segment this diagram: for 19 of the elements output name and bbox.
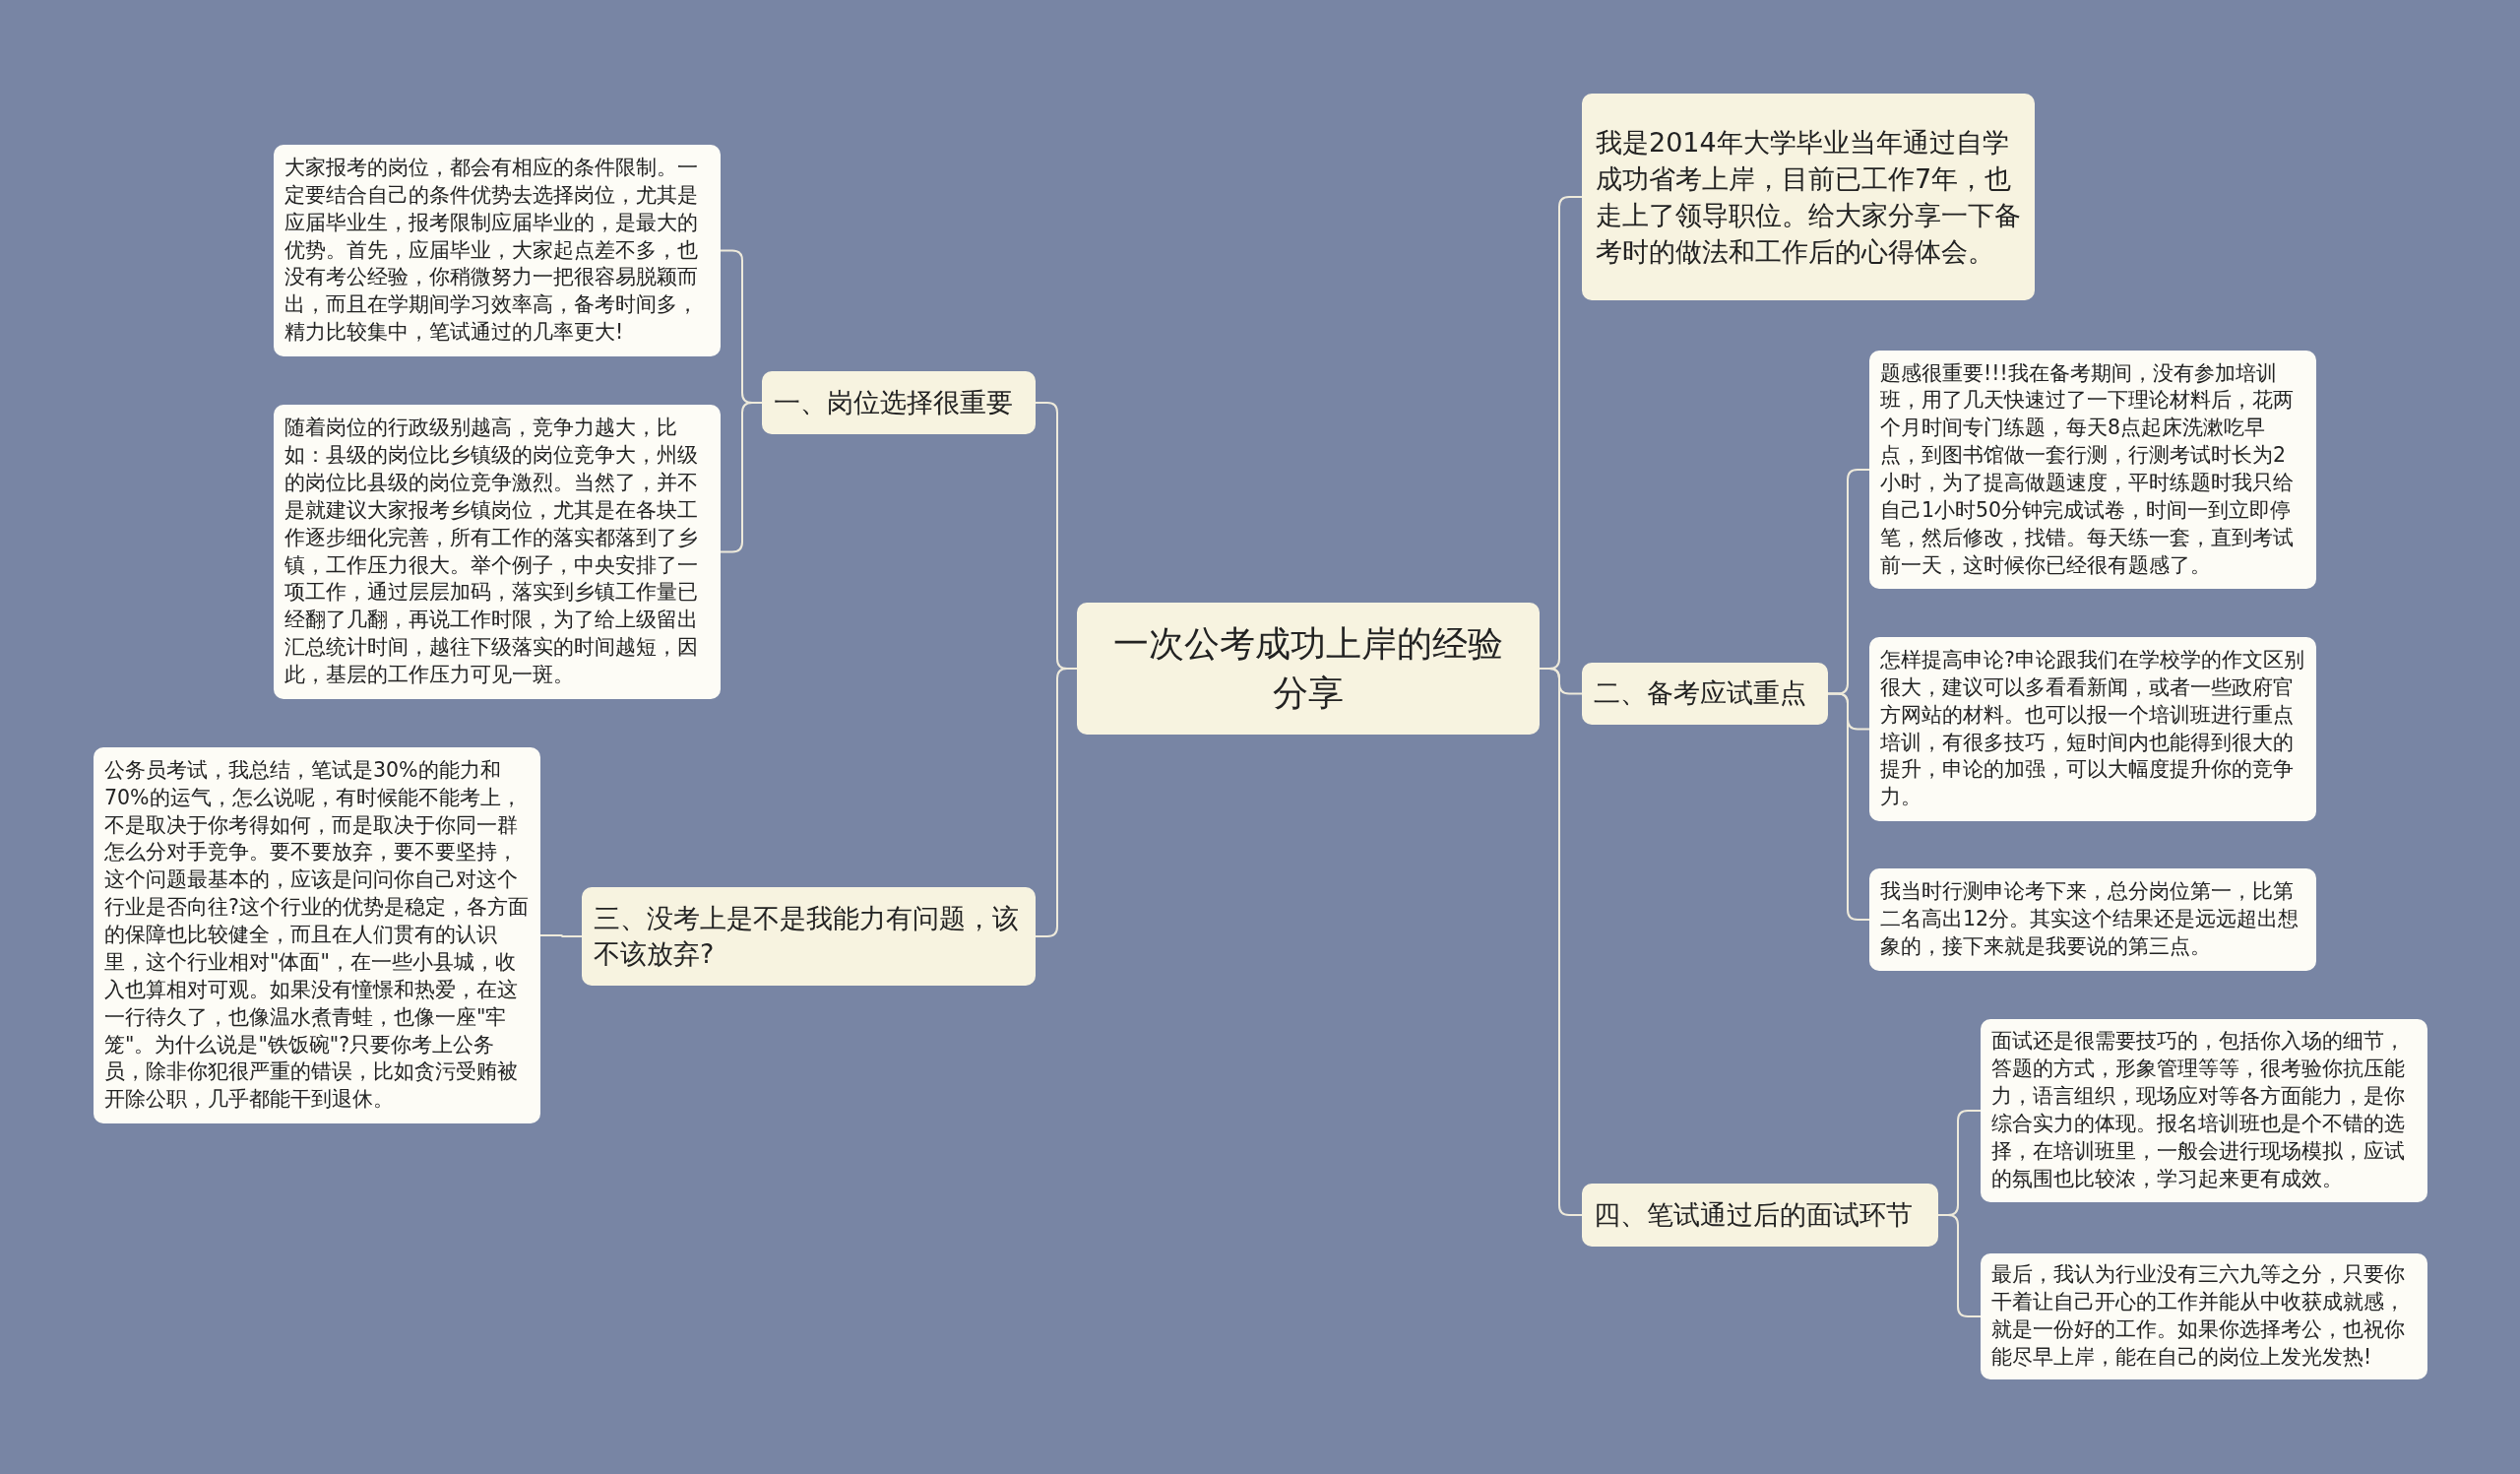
connector-line [720,402,763,553]
text-card: 题感很重要!!!我在备考期间，没有参加培训班，用了几天快速过了一下理论材料后，花两个月时间专门练题，每天8点起床洗漱吃早点，到图书馆做一套行测，行测考试时长为2小时，为了提高做题速度，平时练题时我只给自己1小时50分钟完成试卷，时间一到立即停笔，然后修改，找错。每天练一套，直到考试前一天，这时候你已经很有题感了。 [1869,351,2316,589]
connector-line [1827,692,1870,921]
branch-topic: 二、备考应试重点 [1582,663,1828,725]
connector-line [1937,1214,1982,1317]
text-card: 面试还是很需要技巧的，包括你入场的细节，答题的方式，形象管理等等，很考验你抗压能力，语言组织，现场应对等各方面能力，是你综合实力的体现。报名培训班也是个不错的选择，在培训班里，一般会进行现场模拟，应试的氛围也比较浓，学习起来更有成效。 [1981,1019,2427,1202]
branch-topic: 四、笔试通过后的面试环节 [1582,1184,1938,1247]
text-card: 随着岗位的行政级别越高，竞争力越大，比如：县级的岗位比乡镇级的岗位竞争大，州级的岗位比县级的岗位竞争激烈。当然了，并不是就建议大家报考乡镇岗位，尤其是在各块工作逐步细化完善，所有工作的落实都落到了乡镇，工作压力很大。举个例子，中央安排了一项工作，通过层层加码，落实到乡镇工作量已经翻了几翻，再说工作时限，为了给上级留出汇总统计时间，越往下级落实的时间越短，因此，基层的工作压力可见一斑。 [274,405,721,699]
text-card: 大家报考的岗位，都会有相应的条件限制。一定要结合自己的条件优势去选择岗位，尤其是应届毕业生，报考限制应届毕业的，是最大的优势。首先，应届毕业，大家起点差不多，也没有考公经验，你稍微努力一把很容易脱颖而出，而且在学期间学习效率高，备考时间多，精力比较集中，笔试通过的几率更大! [274,145,721,356]
intro-card: 我是2014年大学毕业当年通过自学成功省考上岸，目前已工作7年，也走上了领导职位。给大家分享一下备考时的做法和工作后的心得体会。 [1582,94,2035,300]
connector-line [1035,668,1078,937]
text-card: 最后，我认为行业没有三六九等之分，只要你干着让自己开心的工作并能从中收获成就感，就是一份好的工作。如果你选择考公，也祝你能尽早上岸，能在自己的岗位上发光发热! [1981,1253,2427,1379]
text-card: 我当时行测申论考下来，总分岗位第一，比第二名高出12分。其实这个结果还是远远超出想象的，接下来就是我要说的第三点。 [1869,868,2316,971]
text-card: 公务员考试，我总结，笔试是30%的能力和70%的运气，怎么说呢，有时候能不能考上，不是取决于你考得如何，而是取决于你同一群怎么分对手竞争。要不要放弃，要不要坚持，这个问题最基本的，应该是问问你自己对这个行业是否向往?这个行业的优势是稳定，各方面的保障也比较健全，而且在人们贯有的认识里，这个行业相对"体面"，在一些小县城，收入也算相对可观。如果没有憧憬和热爱，在这一行待久了，也像温水煮青蛙，也像一座"牢笼"。为什么说是"铁饭碗"?只要你考上公务员，除非你犯很严重的错误，比如贪污受贿被开除公职，几乎都能干到退休。 [94,747,540,1123]
branch-topic: 一、岗位选择很重要 [762,371,1036,434]
central-topic: 一次公考成功上岸的经验分享 [1077,603,1540,735]
branch-topic: 三、没考上是不是我能力有问题，该不该放弃? [582,887,1036,986]
connector-line [539,934,583,937]
text-card: 怎样提高申论?申论跟我们在学校学的作文区别很大，建议可以多看看新闻，或者一些政府官方网站的材料。也可以报一个培训班进行重点培训，有很多技巧，短时间内也能得到很大的提升，申论的加强，可以大幅度提升你的竞争力。 [1869,637,2316,821]
